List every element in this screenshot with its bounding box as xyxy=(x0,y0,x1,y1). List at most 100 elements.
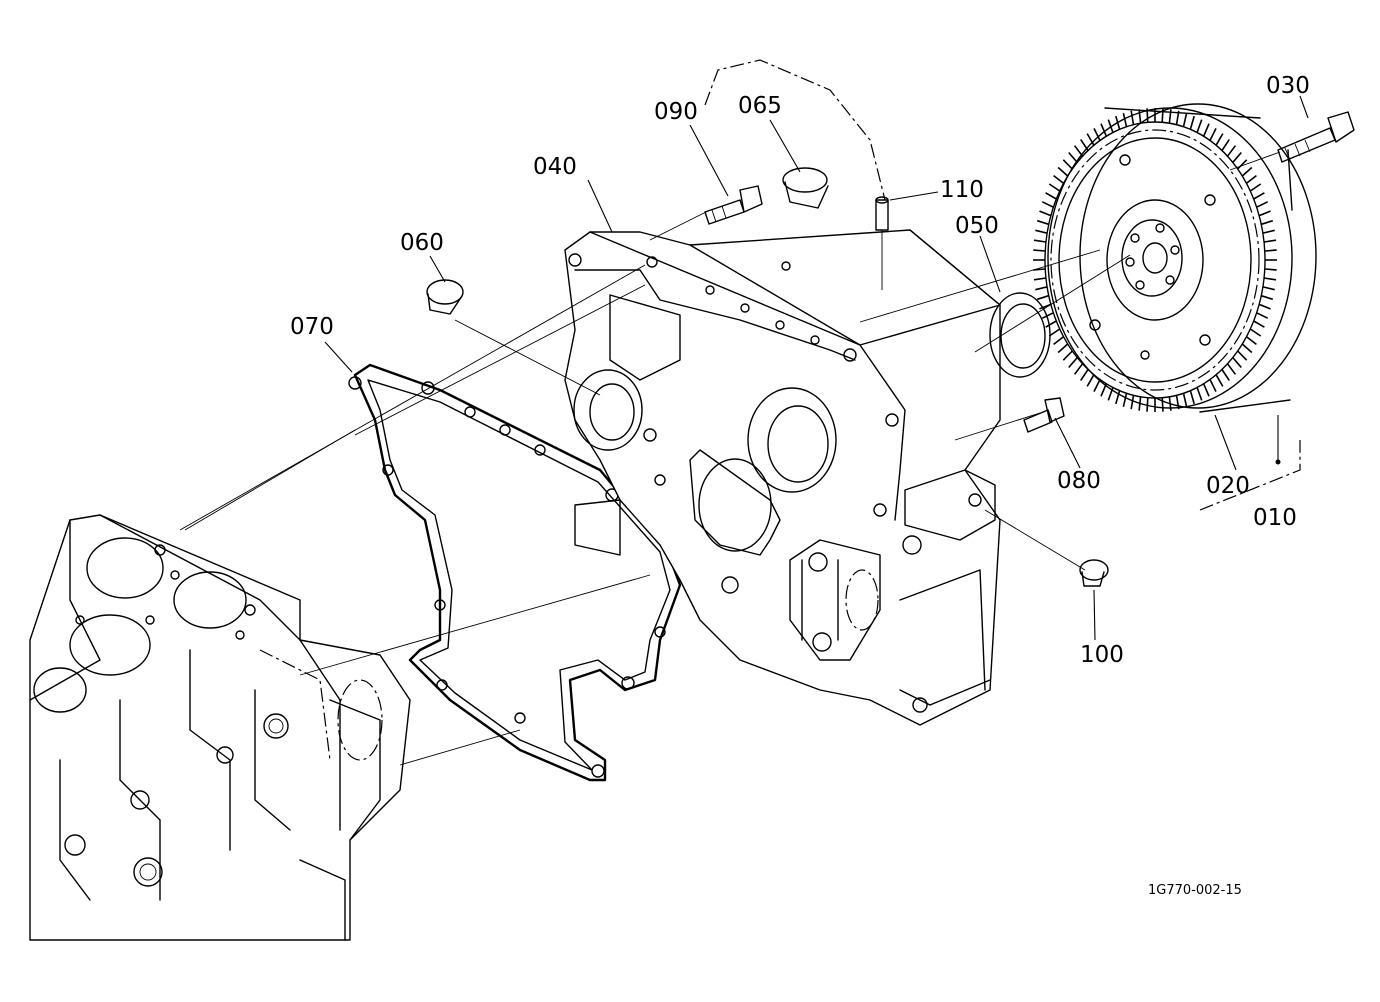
gear-tooth xyxy=(1122,393,1128,407)
gear-tooth xyxy=(1062,159,1073,170)
gear-tooth xyxy=(1241,166,1253,177)
gear-tooth xyxy=(1215,374,1224,387)
gear-tooth xyxy=(1182,113,1188,127)
flywheel-020 xyxy=(1044,103,1317,413)
part-label-020[interactable]: 020 xyxy=(1206,473,1250,499)
engine-block xyxy=(29,514,411,941)
gear-tooth xyxy=(1036,219,1049,226)
gear-tooth xyxy=(1221,369,1230,382)
gear-tooth xyxy=(1036,294,1049,301)
gear-tooth xyxy=(1175,395,1180,410)
gear-tooth xyxy=(1258,210,1271,217)
gear-tooth xyxy=(1053,174,1064,184)
gear-tooth xyxy=(1202,383,1210,397)
document-code: 1G770-002-15 xyxy=(1148,883,1242,898)
gear-tooth xyxy=(1182,393,1188,407)
gear-tooth xyxy=(1241,343,1253,354)
gear-tooth xyxy=(1161,397,1164,412)
plug-060 xyxy=(426,279,464,315)
gear-tooth xyxy=(1264,249,1277,252)
gear-tooth xyxy=(1130,395,1135,410)
gear-tooth xyxy=(1053,336,1064,346)
part-label-030[interactable]: 030 xyxy=(1266,73,1310,99)
part-label-070[interactable]: 070 xyxy=(290,314,334,340)
gear-tooth xyxy=(1068,357,1078,369)
gear-tooth xyxy=(1168,109,1172,124)
part-label-065[interactable]: 065 xyxy=(738,93,782,119)
gear-tooth xyxy=(1045,320,1057,328)
gear-tooth xyxy=(1035,286,1048,291)
gear-tooth xyxy=(1130,110,1135,125)
gear-tooth xyxy=(1068,151,1078,163)
assembly-lines xyxy=(179,59,1301,766)
gear-case-040 xyxy=(564,229,1001,726)
gear-tooth xyxy=(1196,387,1203,401)
gear-tooth xyxy=(1138,109,1142,124)
gear-tooth xyxy=(1196,119,1203,133)
gear-tooth xyxy=(1258,303,1271,310)
part-label-060[interactable]: 060 xyxy=(400,230,444,256)
part-label-040[interactable]: 040 xyxy=(533,154,577,180)
pin-110 xyxy=(875,196,889,231)
gear-tooth xyxy=(1253,320,1265,328)
gear-tooth xyxy=(1202,123,1210,137)
gear-tooth xyxy=(1209,379,1217,392)
gear-tooth xyxy=(1122,113,1128,127)
gear-tooth xyxy=(1249,183,1262,192)
gear-tooth xyxy=(1262,229,1275,234)
gear-tooth xyxy=(1262,286,1275,291)
gear-tooth xyxy=(1086,374,1095,387)
gear-tooth xyxy=(1264,268,1277,271)
ring-gear-teeth xyxy=(1033,108,1277,412)
gear-tooth xyxy=(1035,229,1048,234)
gear-tooth xyxy=(1146,397,1149,412)
gear-tooth xyxy=(1261,294,1274,301)
gear-tooth xyxy=(1048,328,1061,337)
gear-tooth xyxy=(1057,166,1069,177)
part-label-090[interactable]: 090 xyxy=(654,99,698,125)
gear-tooth xyxy=(1039,210,1052,217)
gear-tooth xyxy=(1100,123,1108,137)
part-label-080[interactable]: 080 xyxy=(1057,468,1101,494)
part-label-100[interactable]: 100 xyxy=(1080,642,1124,668)
gear-tooth xyxy=(1246,336,1257,346)
gear-tooth xyxy=(1093,128,1101,141)
gear-tooth xyxy=(1189,115,1195,130)
leader-lines xyxy=(324,95,1309,641)
bushing-065 xyxy=(782,167,829,209)
gear-tooth xyxy=(1237,350,1248,361)
gear-tooth xyxy=(1041,201,1054,208)
gear-tooth xyxy=(1041,312,1054,319)
gear-tooth xyxy=(1232,357,1242,369)
gear-tooth xyxy=(1261,219,1274,226)
gear-tooth xyxy=(1253,192,1265,200)
gear-tooth xyxy=(1048,183,1061,192)
gear-tooth xyxy=(1237,159,1248,170)
gear-tooth xyxy=(1033,249,1046,252)
gear-tooth xyxy=(1263,277,1277,281)
gear-tooth xyxy=(1249,328,1262,337)
gear-tooth xyxy=(1033,277,1047,281)
gear-tooth xyxy=(1263,239,1277,243)
plug-100 xyxy=(1079,559,1109,587)
gear-tooth xyxy=(1057,343,1069,354)
gear-tooth xyxy=(1232,151,1242,163)
gear-tooth xyxy=(1093,379,1101,392)
gear-tooth xyxy=(1215,133,1224,146)
gear-tooth xyxy=(1246,174,1257,184)
gear-tooth xyxy=(1073,363,1084,375)
bolt-090 xyxy=(704,185,763,225)
gear-tooth xyxy=(1189,390,1195,405)
bolt-030 xyxy=(1277,111,1355,163)
gear-tooth xyxy=(1226,363,1237,375)
gear-tooth xyxy=(1086,133,1095,146)
gear-tooth xyxy=(1107,119,1114,133)
part-label-110[interactable]: 110 xyxy=(940,177,984,203)
gear-tooth xyxy=(1062,350,1073,361)
bolt-080 xyxy=(1023,397,1065,433)
part-label-010[interactable]: 010 xyxy=(1253,505,1297,531)
gear-tooth xyxy=(1226,145,1237,157)
part-label-050[interactable]: 050 xyxy=(955,213,999,239)
gear-tooth xyxy=(1033,239,1047,243)
